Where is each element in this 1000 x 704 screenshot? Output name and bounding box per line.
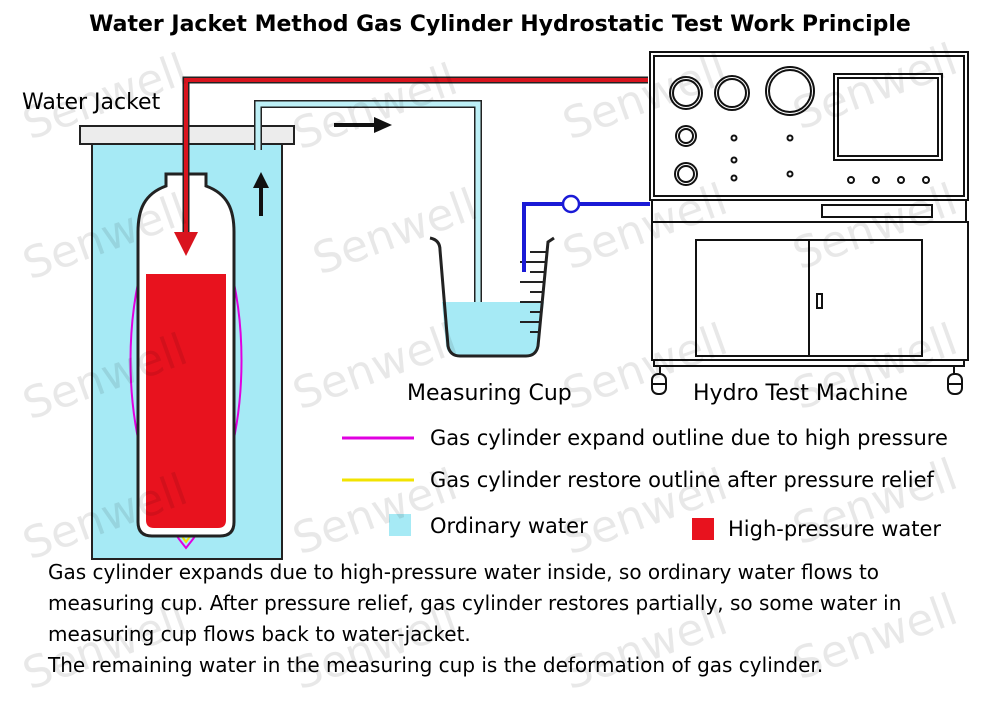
down-arrow-icon xyxy=(174,232,198,256)
gauge-icon xyxy=(765,66,815,116)
gas-cylinder xyxy=(136,172,236,538)
measuring-cup xyxy=(429,236,555,358)
right-arrow-icon xyxy=(374,117,392,133)
gauge-icon xyxy=(669,76,703,110)
diagram-title: Water Jacket Method Gas Cylinder Hydrost… xyxy=(89,12,911,37)
machine-slot xyxy=(821,204,933,218)
watermark-text: Senwell xyxy=(306,179,484,285)
legend-label-restore: Gas cylinder restore outline after press… xyxy=(430,468,935,492)
watermark-text: Senwell xyxy=(286,459,464,565)
legend-swatch-ordinary-water xyxy=(389,514,411,536)
high-pressure-water-fill xyxy=(146,274,226,528)
hydro-test-machine xyxy=(649,51,969,395)
valve-icon xyxy=(561,194,581,214)
gauge-icon xyxy=(675,125,697,147)
water-pipe xyxy=(255,101,481,306)
hydro-test-machine-label: Hydro Test Machine xyxy=(693,381,908,406)
cabinet-handle xyxy=(816,293,823,309)
legend-label-expand: Gas cylinder expand outline due to high … xyxy=(430,426,948,450)
legend-swatch-high-pressure-water xyxy=(692,518,714,540)
caption-paragraph: Gas cylinder expands due to high-pressur… xyxy=(48,560,902,646)
water-jacket-label: Water Jacket xyxy=(22,90,161,115)
gauge-icon xyxy=(714,75,750,111)
blue-pipe xyxy=(522,202,650,272)
legend-label-ordinary-water: Ordinary water xyxy=(430,514,588,538)
legend-label-high-pressure-water: High-pressure water xyxy=(728,517,941,541)
measuring-cup-label: Measuring Cup xyxy=(407,381,572,406)
gauge-icon xyxy=(674,162,698,186)
red-pressure-pipe xyxy=(184,78,648,232)
caption-conclusion: The remaining water in the measuring cup… xyxy=(48,653,824,677)
watermark-text: Senwell xyxy=(286,54,464,160)
up-arrow-icon xyxy=(253,172,269,188)
machine-screen xyxy=(833,73,943,161)
legend: Gas cylinder expand outline due to high … xyxy=(342,426,948,541)
